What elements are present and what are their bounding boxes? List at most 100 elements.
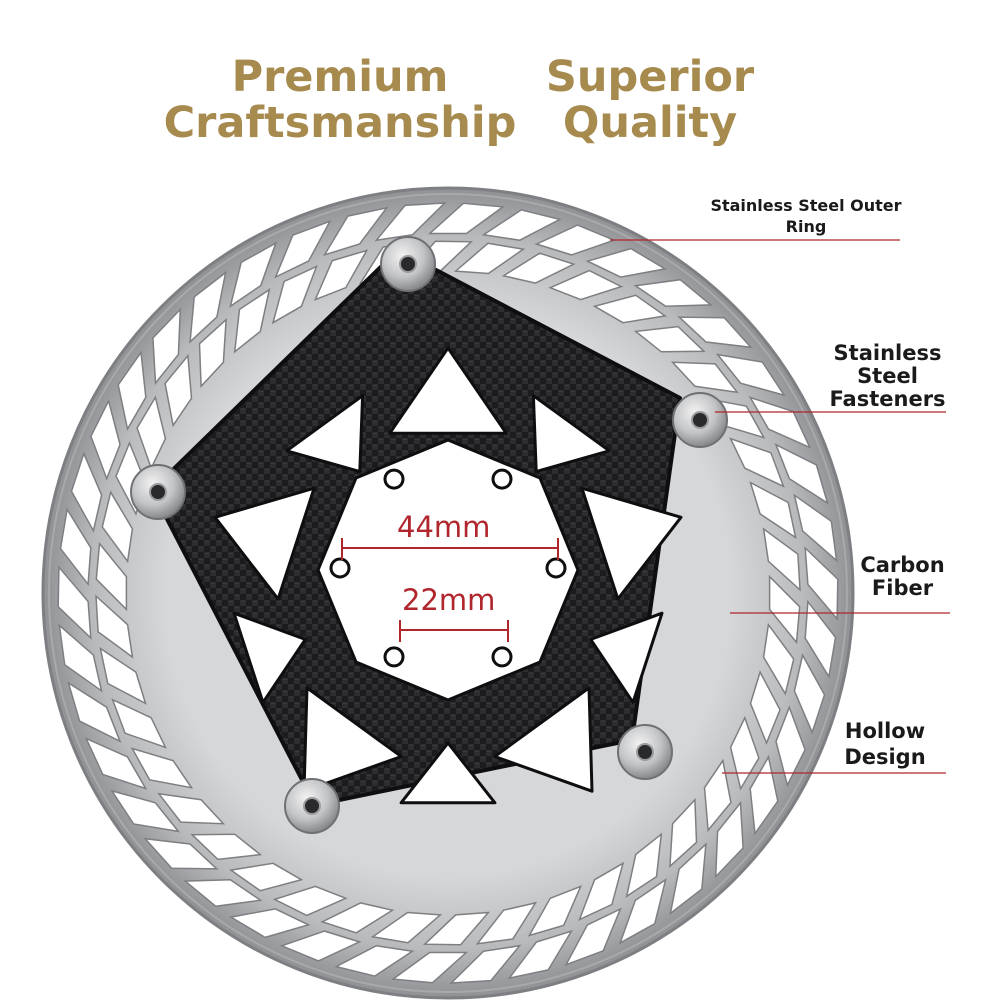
ring-slot bbox=[618, 878, 667, 945]
ring-slot bbox=[774, 443, 829, 505]
ring-slot bbox=[130, 747, 194, 789]
ring-slot bbox=[111, 698, 167, 749]
ring-slot bbox=[729, 437, 785, 488]
ring-slot bbox=[715, 353, 786, 397]
ring-slot bbox=[59, 507, 92, 587]
spider-cutout bbox=[285, 394, 365, 474]
bolt-hole bbox=[383, 646, 405, 668]
ring-slot bbox=[190, 833, 263, 861]
headline-line: Superior bbox=[545, 52, 755, 102]
ring-slot bbox=[274, 219, 332, 279]
spider-cutout bbox=[388, 346, 508, 435]
ring-slot bbox=[58, 623, 103, 693]
ring-slot bbox=[101, 490, 134, 564]
spider-cutout bbox=[213, 486, 316, 601]
ring-slot bbox=[507, 929, 574, 980]
spider-cutout bbox=[589, 611, 664, 704]
ring-slot bbox=[729, 715, 760, 791]
dimension-label-44mm: 44mm bbox=[397, 510, 491, 544]
ring-slot bbox=[475, 901, 538, 945]
ring-slot bbox=[70, 451, 103, 533]
callout-line: Hollow bbox=[844, 719, 926, 743]
ring-slot bbox=[95, 594, 134, 659]
ring-slot bbox=[67, 681, 122, 743]
ring-slot bbox=[228, 908, 311, 939]
spider-cutout bbox=[399, 741, 497, 805]
ring-slot bbox=[453, 242, 526, 275]
rivet-hole bbox=[303, 797, 321, 815]
ring-slot bbox=[564, 907, 622, 967]
ring-slot bbox=[669, 842, 707, 916]
ring-slot bbox=[370, 911, 443, 944]
ring-slot bbox=[374, 202, 447, 242]
ring-slot bbox=[136, 395, 167, 471]
dimension-label-22mm: 22mm bbox=[402, 583, 496, 617]
ring-slot bbox=[272, 885, 348, 917]
ring-slot bbox=[527, 885, 583, 937]
ring-slot bbox=[279, 930, 362, 962]
rivet-hole bbox=[399, 255, 417, 273]
ring-slot bbox=[228, 862, 304, 892]
ring-slot bbox=[633, 325, 706, 353]
dimension-22mm bbox=[399, 620, 509, 642]
ring-slot bbox=[762, 527, 801, 592]
ring-slot bbox=[669, 797, 698, 869]
ring-slot bbox=[90, 398, 121, 481]
ring-slot bbox=[748, 396, 812, 449]
center-hub-opening bbox=[316, 438, 580, 702]
ring-slot bbox=[320, 902, 395, 934]
headline-line: Premium bbox=[231, 52, 449, 102]
rivet-hole bbox=[636, 743, 654, 761]
callout-carbon-fiber: Carbon Fiber bbox=[840, 554, 965, 600]
callout-line: Fasteners bbox=[829, 387, 946, 411]
headline-premium-craftsmanship: Premium Craftsmanship bbox=[160, 54, 520, 146]
ring-slot bbox=[271, 265, 318, 325]
ring-slot bbox=[322, 206, 389, 257]
bolt-hole bbox=[491, 468, 513, 490]
headline-superior-quality: Superior Quality bbox=[520, 54, 780, 146]
ring-slot bbox=[703, 758, 732, 833]
ring-slot bbox=[768, 574, 801, 645]
bolt-hole bbox=[545, 557, 567, 579]
ring-slot bbox=[449, 944, 522, 984]
ring-slot bbox=[793, 493, 838, 563]
callout-line: Fiber bbox=[871, 576, 934, 600]
bolt-hole bbox=[383, 468, 405, 490]
ring-slot bbox=[578, 861, 625, 921]
outer-ring-edge bbox=[48, 193, 848, 993]
ring-slot bbox=[143, 837, 219, 870]
ring-slot bbox=[233, 288, 271, 354]
fastener-rivets bbox=[130, 236, 728, 834]
ring-slot bbox=[229, 241, 278, 308]
ring-slot bbox=[501, 252, 576, 284]
ring-slot bbox=[481, 209, 562, 241]
ring-slot bbox=[775, 705, 806, 788]
ring-slot bbox=[198, 317, 227, 389]
ring-slot bbox=[633, 278, 713, 308]
spider-cutout bbox=[302, 686, 403, 793]
ring-slot bbox=[391, 951, 469, 984]
rivet-hole bbox=[691, 411, 709, 429]
ring-slot bbox=[762, 622, 795, 696]
ring-slot bbox=[793, 653, 826, 735]
ring-slot bbox=[334, 945, 415, 977]
ring-slot bbox=[164, 353, 193, 428]
callout-line: Stainless bbox=[833, 341, 942, 365]
bolt-hole bbox=[329, 557, 351, 579]
spider-cutout bbox=[531, 394, 611, 474]
spider-cutout bbox=[580, 486, 683, 601]
callout-stainless-steel-fasteners: Stainless Steel Fasteners bbox=[805, 342, 970, 411]
rivet-hole bbox=[149, 483, 167, 501]
ring-slot bbox=[592, 294, 668, 324]
callout-line: Stainless Steel Outer bbox=[710, 196, 902, 215]
ring-slot bbox=[183, 878, 263, 908]
leader-lines bbox=[610, 239, 950, 774]
ring-slot bbox=[95, 541, 128, 612]
ring-slot bbox=[749, 754, 779, 836]
ring-slot bbox=[804, 599, 837, 679]
ring-slot bbox=[152, 307, 182, 386]
ring-slot bbox=[677, 316, 753, 349]
ring-slot bbox=[313, 249, 369, 301]
hub-bolt-holes bbox=[329, 468, 567, 668]
callout-line: Steel bbox=[857, 364, 918, 388]
